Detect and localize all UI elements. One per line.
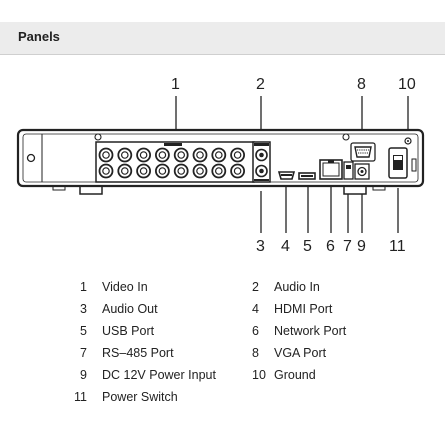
bnc-connector-core [196, 167, 204, 175]
callout-9: 9 [357, 238, 366, 255]
callout-7: 7 [343, 238, 352, 255]
bnc-connector-core [215, 167, 223, 175]
bnc-connector-core [196, 151, 204, 159]
callout-5: 5 [303, 238, 312, 255]
bnc-connector-core [177, 167, 186, 175]
bnc-connector-core [102, 167, 110, 175]
panels-header: Panels [0, 0, 445, 72]
callout-1: 1 [171, 76, 180, 93]
bnc-connector-core [139, 167, 148, 175]
bnc-connector-core [233, 167, 242, 175]
callout-2: 2 [256, 76, 265, 93]
video-in-connectors [98, 147, 246, 179]
bnc-connector-core [121, 151, 129, 159]
bnc-connector-core [158, 167, 167, 175]
callout-10: 10 [398, 76, 416, 93]
screw-icon [26, 153, 36, 163]
rear-panel-diagram [16, 96, 425, 233]
callout-4: 4 [281, 238, 290, 255]
header-bar [0, 22, 445, 54]
callout-6: 6 [326, 238, 335, 255]
bnc-connector-core [139, 151, 148, 159]
screw-icon [342, 133, 350, 141]
bnc-connector-core [215, 151, 223, 159]
page-title: Panels [18, 29, 60, 44]
callout-8: 8 [357, 76, 366, 93]
callout-3: 3 [256, 238, 265, 255]
callout-11: 11 [389, 238, 406, 255]
bnc-connector-core [102, 151, 110, 159]
bnc-connector-core [158, 151, 167, 159]
bnc-connector-core [121, 167, 129, 175]
bnc-connector-core [177, 151, 186, 159]
header-divider [0, 54, 445, 55]
screw-icon [94, 133, 102, 141]
bnc-connector-core [233, 151, 242, 159]
rs485-port [343, 161, 354, 180]
